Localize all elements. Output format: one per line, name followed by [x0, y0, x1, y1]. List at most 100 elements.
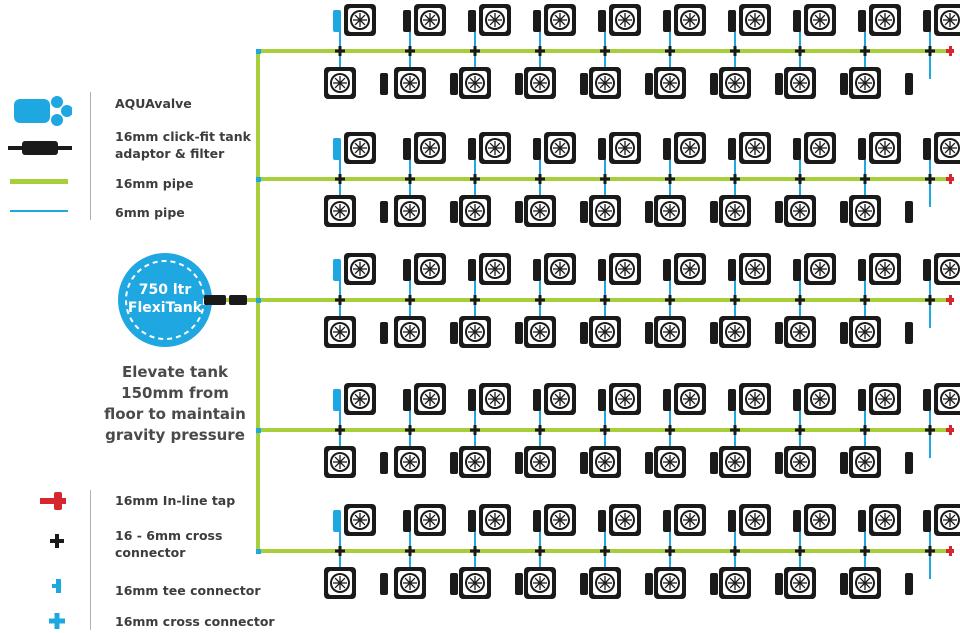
pot-spoke [864, 326, 871, 333]
pot-spoke [604, 577, 611, 584]
tank-capacity: 750 ltr [138, 282, 192, 298]
pot-spoke [409, 326, 416, 333]
pot [934, 253, 960, 285]
pot [784, 316, 816, 348]
pot-spoke [424, 19, 431, 26]
pot-spoke [794, 205, 801, 212]
pot-spoke [489, 19, 496, 26]
pot [414, 253, 446, 285]
pot-spoke [689, 519, 696, 526]
inline-tap-handle [949, 174, 952, 184]
pot-spoke [664, 82, 671, 89]
pot [414, 383, 446, 415]
pot-spoke [489, 147, 496, 154]
pot-spoke [604, 205, 611, 212]
feed-line-6mm [604, 551, 606, 579]
feed-line-6mm [864, 551, 866, 579]
pot [719, 195, 751, 227]
aquavalve [645, 573, 653, 595]
legend-top-divider [90, 92, 91, 220]
cross-connector [730, 49, 740, 53]
pot-spoke [539, 205, 546, 212]
aquavalve [533, 259, 541, 281]
pot-spoke [859, 210, 866, 217]
inline-tap-handle [949, 546, 952, 556]
pot-spoke [404, 82, 411, 89]
feed-line-6mm [604, 430, 606, 458]
feed-line-6mm [409, 263, 411, 300]
pot-spoke [879, 147, 886, 154]
aquavalve [580, 322, 588, 344]
pot-spoke [819, 19, 826, 26]
pot-spoke [689, 142, 696, 149]
pot-spoke [864, 456, 871, 463]
cross-connector [860, 298, 870, 302]
aquavalve [923, 138, 931, 160]
pot-spoke [424, 398, 431, 405]
pot-spoke [859, 205, 866, 212]
aquavalve [515, 73, 523, 95]
pot-spoke [684, 263, 691, 270]
pot-spoke [469, 210, 476, 217]
aquavalve [580, 573, 588, 595]
pot [654, 316, 686, 348]
pot [869, 504, 901, 536]
pot-spoke [814, 398, 821, 405]
pot-spoke [354, 268, 361, 275]
pot [544, 383, 576, 415]
pot-spoke [794, 77, 801, 84]
pot-spoke [859, 82, 866, 89]
feed-line-6mm [539, 393, 541, 430]
pot-spoke [409, 456, 416, 463]
pot [589, 446, 621, 478]
pot-spoke [949, 263, 956, 270]
pot-spoke [949, 14, 956, 21]
pot-spoke [729, 582, 736, 589]
pot-spoke [754, 19, 761, 26]
pot-spoke [819, 519, 826, 526]
pot-spoke [734, 582, 741, 589]
pot-spoke [554, 514, 561, 521]
pot-spoke [494, 147, 501, 154]
feed-line-6mm [339, 430, 341, 458]
pot-spoke [684, 519, 691, 526]
feed-line-6mm [799, 300, 801, 328]
pot-spoke [734, 331, 741, 338]
feed-line-6mm [409, 14, 411, 51]
pot-spoke [749, 519, 756, 526]
pot-spoke [474, 456, 481, 463]
aquavalve [645, 322, 653, 344]
pot-spoke [534, 82, 541, 89]
cross-connector [470, 177, 480, 181]
pot [609, 253, 641, 285]
feed-line-6mm [799, 142, 801, 179]
pot-spoke [359, 263, 366, 270]
pot [934, 504, 960, 536]
pot-spoke [819, 14, 826, 21]
aquavalve [840, 73, 848, 95]
pot-spoke [429, 398, 436, 405]
pot-spoke [624, 14, 631, 21]
pot-spoke [539, 582, 546, 589]
feed-line-6mm [539, 514, 541, 551]
pot-spoke [559, 19, 566, 26]
pot-spoke [814, 514, 821, 521]
aquavalve [468, 138, 476, 160]
pot-spoke [599, 577, 606, 584]
cross-connector [600, 428, 610, 432]
feed-line-6mm [669, 179, 671, 207]
pot-spoke [864, 77, 871, 84]
pot [849, 316, 881, 348]
pot-spoke [334, 456, 341, 463]
pot-spoke [494, 393, 501, 400]
aquavalve [380, 573, 388, 595]
feed-line-6mm [339, 14, 341, 51]
pot-spoke [534, 77, 541, 84]
aquavalve [333, 10, 341, 32]
pot-spoke [334, 582, 341, 589]
pot-spoke [819, 393, 826, 400]
pot-spoke [469, 582, 476, 589]
cross-connector [665, 428, 675, 432]
pot-spoke [354, 263, 361, 270]
pot-spoke [814, 263, 821, 270]
